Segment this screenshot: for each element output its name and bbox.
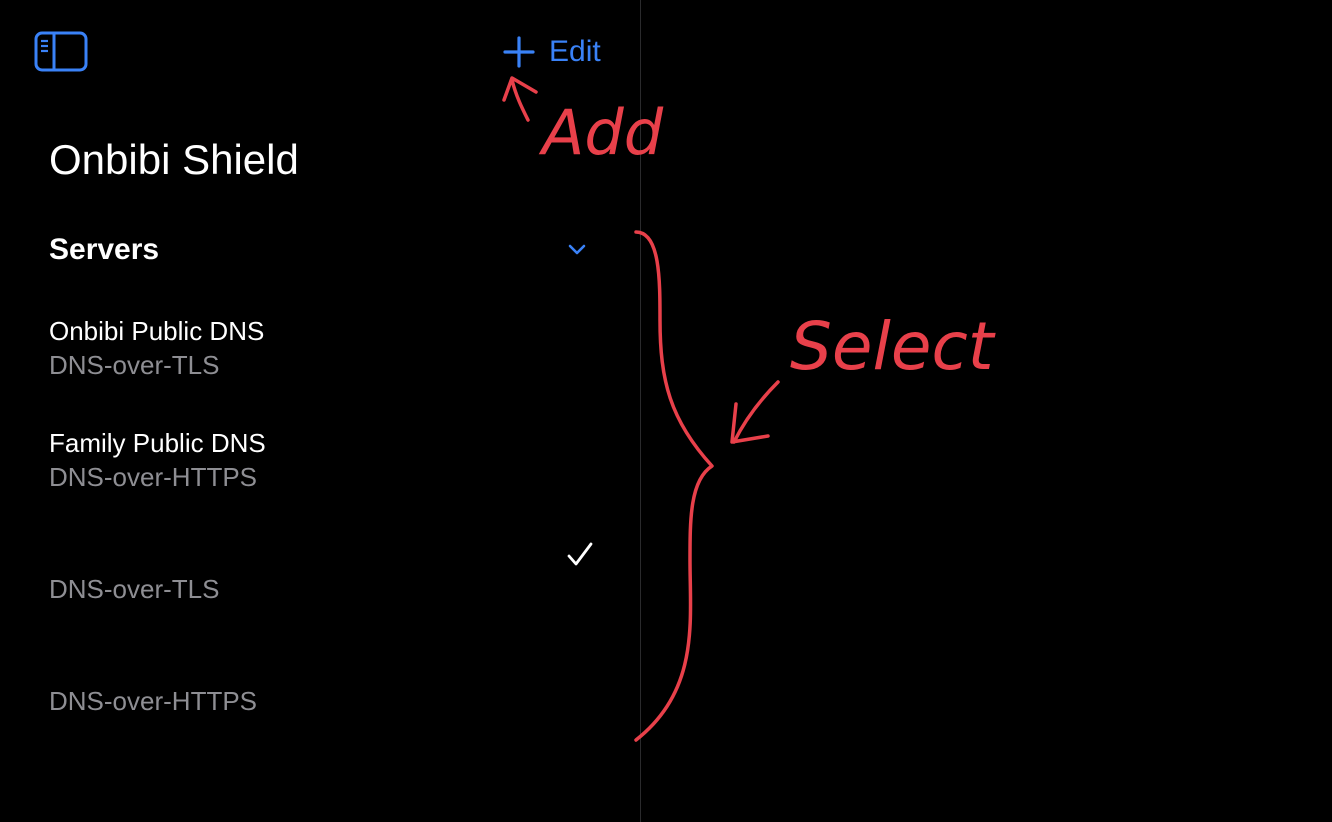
edit-button[interactable]: Edit	[549, 35, 601, 68]
chevron-down-icon	[568, 244, 586, 255]
app-title: Onbibi Shield	[49, 136, 299, 183]
add-server-button[interactable]	[500, 32, 538, 72]
servers-section-title: Servers	[49, 233, 160, 266]
server-row-family-public-dns[interactable]: Family Public DNS DNS-over-HTTPS	[49, 426, 609, 526]
server-row-4[interactable]: DNS-over-HTTPS	[49, 650, 609, 750]
checkmark-icon	[567, 542, 593, 566]
server-name: Onbibi Public DNS	[49, 316, 265, 346]
server-protocol: DNS-over-HTTPS	[49, 462, 258, 492]
server-row-onbibi-public-dns[interactable]: Onbibi Public DNS DNS-over-TLS	[49, 314, 609, 414]
plus-icon	[503, 36, 535, 68]
detail-pane	[641, 0, 1332, 822]
select-annotation-label: Select	[790, 308, 994, 385]
add-annotation-label: Add	[542, 96, 664, 169]
server-protocol: DNS-over-HTTPS	[49, 686, 258, 716]
server-row-3[interactable]: DNS-over-TLS	[49, 538, 609, 638]
server-protocol: DNS-over-TLS	[49, 350, 220, 380]
sidebar-toggle-button[interactable]	[34, 31, 88, 73]
sidebar: Edit Onbibi Shield Servers Onbibi Public…	[0, 0, 640, 822]
servers-section-header[interactable]: Servers	[49, 228, 609, 272]
sidebar-toggle-icon	[34, 31, 88, 72]
server-name: Family Public DNS	[49, 428, 266, 458]
server-protocol: DNS-over-TLS	[49, 574, 220, 604]
